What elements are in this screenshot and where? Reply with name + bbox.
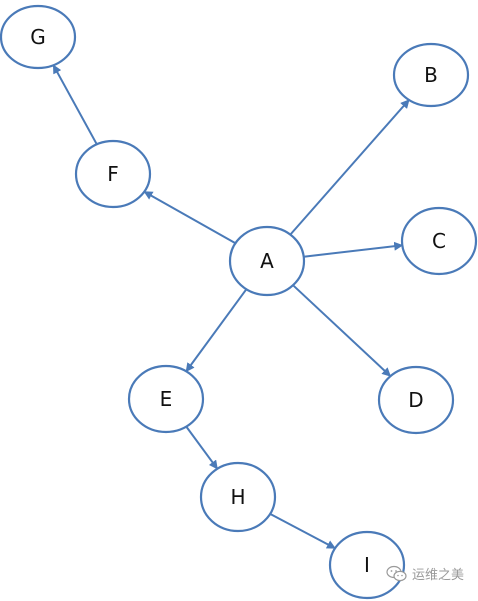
node-label: F	[107, 162, 119, 186]
node-label: A	[260, 249, 274, 273]
node-circle	[228, 225, 306, 297]
edges-layer	[52, 64, 410, 550]
node-circle	[0, 4, 77, 70]
node-c: C	[400, 206, 478, 276]
node-circle	[328, 530, 406, 600]
node-b: B	[392, 42, 470, 108]
node-label: B	[424, 63, 438, 87]
node-label: G	[30, 25, 46, 49]
node-label: E	[160, 387, 173, 411]
edge-a-to-b	[289, 99, 410, 236]
node-label: D	[408, 388, 423, 412]
edge-a-to-c	[303, 241, 404, 258]
node-h: H	[199, 461, 277, 533]
node-i: I	[328, 530, 406, 600]
node-label: I	[364, 553, 370, 577]
edge-f-to-g	[52, 64, 98, 145]
node-circle	[74, 139, 152, 209]
nodes-layer: G B F C A E D H I	[0, 4, 478, 600]
node-g: G	[0, 4, 77, 70]
wechat-icon	[386, 565, 407, 581]
node-label: C	[432, 229, 446, 253]
node-label: H	[230, 485, 245, 509]
node-circle	[400, 206, 478, 276]
watermark-text: 运维之美	[411, 568, 464, 583]
edge-h-to-i	[269, 513, 336, 550]
node-circle	[377, 365, 455, 435]
watermark: 运维之美	[386, 564, 464, 583]
node-d: D	[377, 365, 455, 435]
edge-e-to-h	[185, 426, 219, 470]
node-a: A	[228, 225, 306, 297]
node-circle	[127, 364, 205, 434]
node-circle	[392, 42, 470, 108]
node-circle	[199, 461, 277, 533]
edge-a-to-d	[292, 284, 392, 377]
edge-a-to-f	[143, 190, 236, 245]
node-e: E	[127, 364, 205, 434]
node-f: F	[74, 139, 152, 209]
edge-a-to-e	[185, 288, 248, 373]
